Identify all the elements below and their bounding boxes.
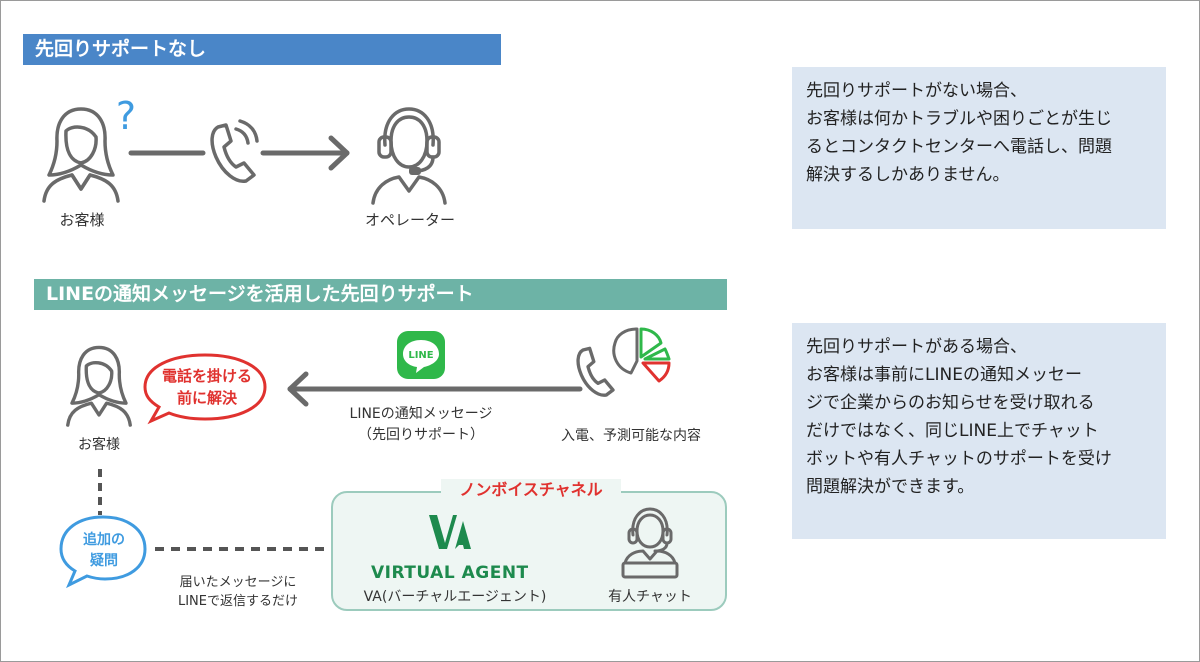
speech-bubble-icon [143,353,267,425]
chat-agent-icon [621,507,679,579]
note-line: お客様は何かトラブルや困りごとが生じ [806,109,1112,129]
note-line: るとコンタクトセンターへ電話し、問題 [806,137,1112,157]
section1-customer-label: お客様 [59,211,105,229]
reply-label-line: LINEで返信するだけ [177,594,298,609]
question-bubble-line: 追加の [83,532,125,548]
speech-bubble-line: 電話を掛ける [161,367,252,385]
message-label-line: LINEの通知メッセージ [349,406,493,422]
note-line: 先回りサポートがある場合、 [806,337,1027,357]
arrow-right-icon [260,135,350,171]
note-line: だけではなく、同じLINE上でチャット [806,421,1099,441]
svg-text:LINE: LINE [408,350,433,361]
section1-note: 先回りサポートがない場合、 お客様は何かトラブルや困りごとが生じ るとコンタクト… [792,67,1166,229]
operator-label: オペレーター [364,211,455,229]
phone-icon [210,119,259,183]
question-mark-icon: ? [116,94,136,138]
message-label-line: （先回りサポート） [358,427,484,443]
note-line: ボットや有人チャットのサポートを受け [806,449,1112,469]
person-icon [42,107,120,203]
question-bubble-line: 疑問 [90,553,118,569]
connector-line [128,150,206,156]
va-label: VA(バーチャルエージェント) [363,589,547,605]
speech-bubble-line: 前に解決 [176,389,237,407]
note-line: 解決するしかありません。 [806,165,1010,185]
note-line: ジで企業からのお知らせを受け取れる [806,393,1095,413]
dashed-connector [98,469,102,515]
svg-text:?: ? [116,94,136,138]
incoming-label: 入電、予測可能な内容 [561,428,701,444]
note-line: 先回りサポートがない場合、 [806,81,1027,101]
person-icon [66,345,132,427]
section2-note: 先回りサポートがある場合、 お客様は事前にLINEの通知メッセー ジで企業からの… [792,323,1166,539]
channel-title: ノンボイスチャネル [441,479,621,501]
virtual-agent-logo-icon [429,515,471,549]
section2-customer-label: お客様 [78,437,120,453]
chat-label: 有人チャット [608,589,692,605]
va-brand-text: VIRTUAL AGENT [371,563,529,583]
note-line: 問題解決ができます。 [806,477,975,497]
section1-banner: 先回りサポートなし [23,34,501,65]
phone-icon [576,346,615,397]
section2-banner: LINEの通知メッセージを活用した先回りサポート [34,279,727,310]
headset-operator-icon [371,107,447,205]
question-bubble-icon [59,515,147,589]
pie-chart-icon [612,327,671,383]
reply-label-line: 届いたメッセージに [179,575,297,590]
arrow-left-icon [287,371,583,407]
line-logo-icon: LINE [397,331,445,379]
note-line: お客様は事前にLINEの通知メッセー [806,365,1082,385]
